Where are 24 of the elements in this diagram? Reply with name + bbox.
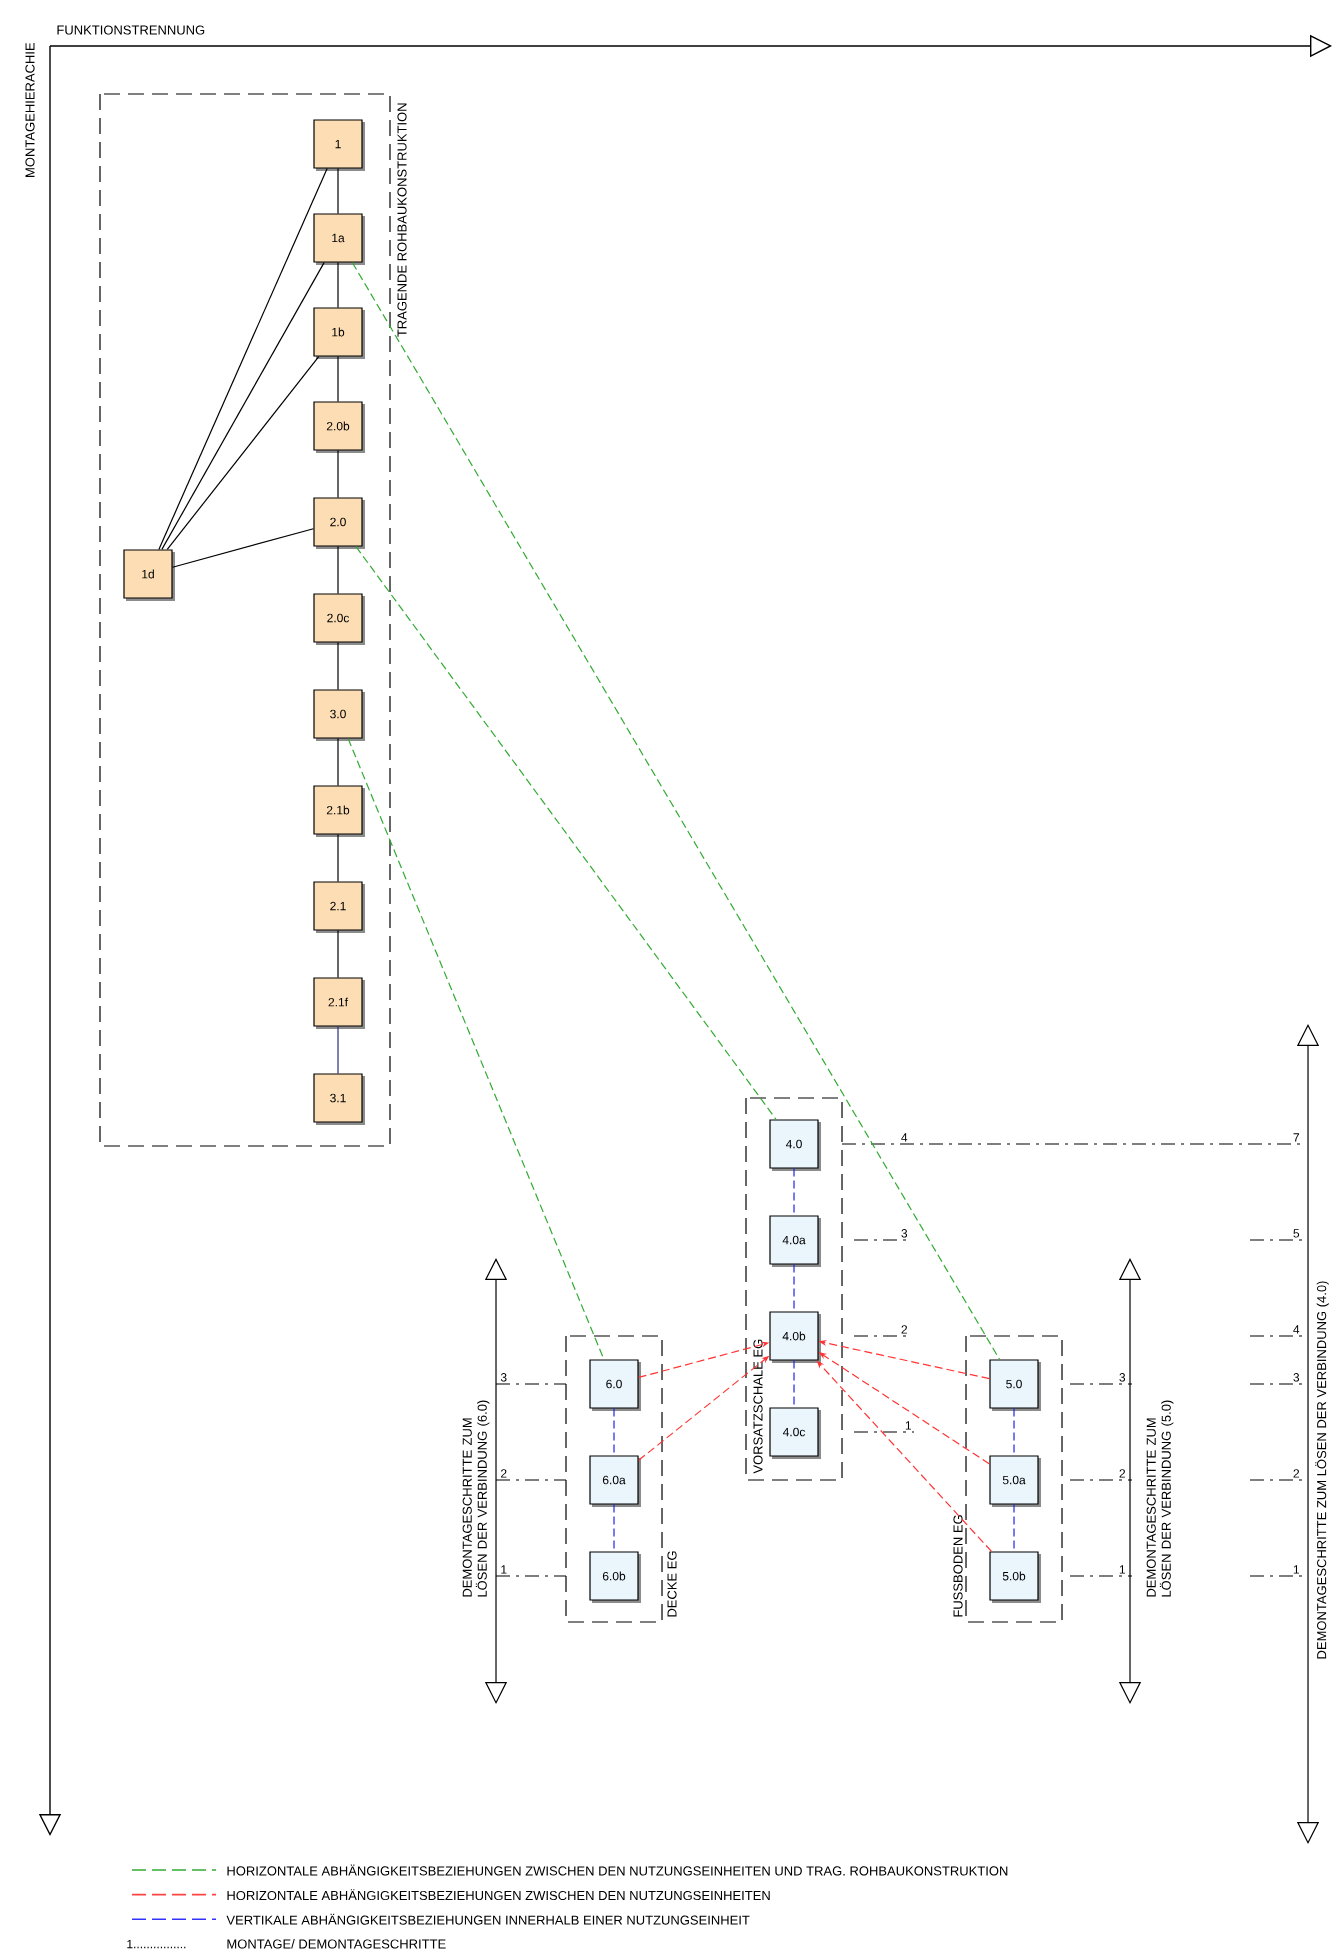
connector-line: [337, 546, 339, 594]
connector-line: [337, 356, 339, 402]
connector-line: [337, 930, 339, 978]
connector-line: [337, 168, 339, 214]
connector-line: [337, 642, 339, 690]
connector-line: [337, 834, 339, 882]
connector-line: [337, 450, 339, 498]
connector-line: [166, 356, 320, 550]
dashed-connector: [347, 738, 605, 1360]
dashed-connector: [793, 1264, 795, 1312]
dashed-connector: [1013, 1504, 1015, 1552]
dashed-connector: [1013, 1408, 1015, 1456]
dashed-connector: [613, 1504, 615, 1552]
dashed-connector: [613, 1408, 615, 1456]
connector-line: [337, 738, 339, 786]
dashed-connector: [351, 262, 1001, 1360]
connector-line: [337, 262, 339, 308]
connector-line: [161, 262, 325, 550]
connector-line: [158, 168, 328, 550]
dashed-connector: [793, 1360, 795, 1408]
dashed-connector: [355, 546, 777, 1120]
dashed-connector: [793, 1168, 795, 1216]
connector-line: [172, 528, 314, 568]
connector-line: [337, 1026, 339, 1074]
